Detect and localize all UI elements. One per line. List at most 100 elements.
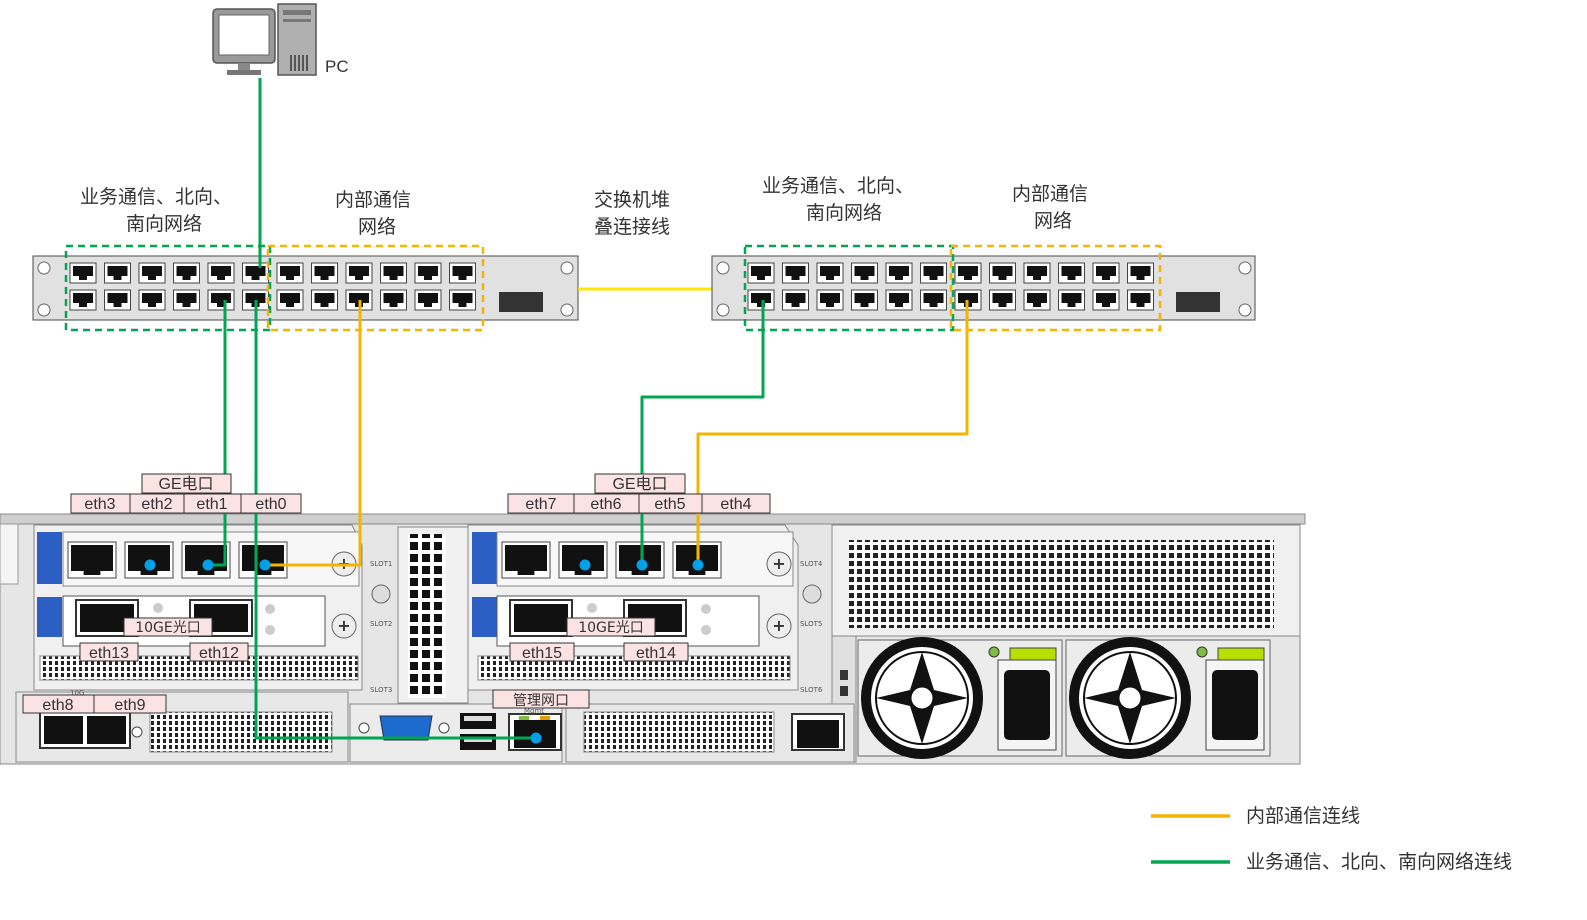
left-internal-label-2: 网络 — [358, 216, 396, 238]
rj45-port-socket — [854, 293, 875, 307]
switch-right-ports — [747, 262, 1154, 311]
left-service-label-2: 南向网络 — [126, 213, 202, 235]
left-service-zone — [64, 244, 272, 332]
server-chassis: + + SLOT1 SLOT2 SLOT3 + + SLOT4 SLO — [0, 513, 1306, 765]
rj45-port-socket — [1027, 266, 1047, 280]
mgmt-title: 管理网口 — [513, 693, 569, 709]
port-label-eth4: eth4 — [720, 496, 751, 513]
port-label-eth5: eth5 — [654, 496, 685, 513]
thumbscrew-icon[interactable]: + — [337, 616, 350, 635]
rj45-port-socket — [1096, 266, 1116, 280]
stack-label-1: 交换机堆 — [594, 189, 670, 211]
right-card-tab-bottom — [472, 597, 497, 637]
left-card-tab-bottom — [37, 597, 62, 637]
slot-label: SLOT6 — [800, 686, 823, 694]
left-ge-ports — [67, 541, 288, 579]
left-ge-labels: eth3 eth2 eth1 eth0 — [70, 493, 302, 514]
psu-2 — [1065, 637, 1271, 759]
rj45-port-socket — [349, 266, 369, 280]
right-ge-labels: eth7 eth6 eth5 eth4 — [507, 493, 771, 514]
left-service-label-1: 业务通信、北向、 — [80, 186, 232, 208]
rj45-port-socket — [107, 266, 128, 280]
left-internal-label-1: 内部通信 — [335, 189, 411, 211]
right-optical-title: 10GE光口 — [578, 620, 644, 636]
rj45-port-socket — [142, 266, 162, 280]
port-label-eth3: eth3 — [84, 496, 115, 513]
rj45-port-socket — [383, 293, 404, 307]
left-internal-zone — [266, 244, 485, 332]
rj45-port-socket — [211, 293, 231, 307]
rj45-port-socket — [1130, 293, 1151, 307]
right-internal-label-2: 网络 — [1034, 210, 1072, 232]
port-label-eth12: eth12 — [199, 645, 239, 662]
stack-label-2: 叠连接线 — [594, 216, 670, 238]
thumbscrew-icon[interactable]: + — [772, 616, 785, 635]
rj45-port-socket — [958, 266, 978, 280]
rj45-port-socket — [211, 266, 231, 280]
slot-label: SLOT2 — [370, 620, 392, 628]
left-optical-labels: 10GE光口 eth13 eth12 — [79, 617, 249, 662]
left-ge-title-box: GE电口 — [141, 473, 232, 494]
right-optical-labels: 10GE光口 eth15 eth14 — [509, 617, 689, 662]
rj45-port-socket — [73, 293, 93, 307]
mgmt-port[interactable] — [508, 713, 562, 751]
left-optical-title: 10GE光口 — [135, 620, 201, 636]
left-ge-title: GE电口 — [158, 475, 213, 493]
rj45-port-socket — [785, 293, 806, 307]
port-label-eth14: eth14 — [636, 645, 676, 662]
switch-left — [32, 244, 579, 332]
mgmt-label: 管理网口 — [492, 689, 590, 709]
rj45-port-socket — [280, 266, 300, 280]
rj45-port-socket — [785, 266, 806, 280]
port-label-eth6: eth6 — [590, 496, 621, 513]
rj45-port-socket — [107, 293, 128, 307]
switch-left-ports — [69, 262, 476, 311]
onboard-labels: eth8 eth9 — [22, 694, 167, 714]
slot-label: SLOT3 — [370, 686, 392, 694]
rj45-port-socket — [889, 266, 909, 280]
rj45-port-socket — [1061, 293, 1082, 307]
rj45-port-socket — [383, 266, 404, 280]
mgmt-sub-label: Mgmt — [524, 707, 544, 715]
port-label-eth13: eth13 — [89, 645, 129, 662]
rj45-port-socket — [1096, 293, 1116, 307]
psu-1 — [857, 637, 1063, 759]
rj45-port-socket — [314, 266, 335, 280]
cable-switch-eth0 — [265, 300, 362, 567]
rj45-port-socket — [889, 293, 909, 307]
cable-switch-eth1 — [208, 300, 227, 567]
port-label-eth7: eth7 — [525, 496, 556, 513]
right-ge-title-box: GE电口 — [594, 473, 686, 494]
slot-label: SLOT4 — [800, 560, 823, 568]
rj45-port-socket — [854, 266, 875, 280]
rj45-port-socket — [245, 266, 266, 280]
right-service-label-1: 业务通信、北向、 — [762, 175, 914, 197]
rj45-port-socket — [1061, 266, 1082, 280]
rj45-port-socket — [142, 293, 162, 307]
rj45-port-socket — [992, 266, 1013, 280]
port-label-eth0: eth0 — [255, 496, 286, 513]
rj45-port-socket — [751, 266, 771, 280]
rj45-port-socket — [505, 545, 547, 575]
rj45-port-socket — [992, 293, 1013, 307]
rj45-port-socket — [176, 266, 197, 280]
rj45-port-socket — [923, 266, 944, 280]
pc-icon — [212, 3, 317, 76]
pc-label: PC — [325, 57, 349, 76]
port-label-eth9: eth9 — [114, 697, 145, 714]
thumbscrew-icon[interactable]: + — [772, 554, 785, 573]
rj45-port-socket — [314, 293, 335, 307]
port-dots — [144, 559, 704, 744]
slot-label: SLOT5 — [800, 620, 822, 628]
rj45-port-socket — [280, 293, 300, 307]
right-ge-title: GE电口 — [612, 475, 667, 493]
rj45-port-socket — [1027, 293, 1047, 307]
rj45-port-socket — [452, 293, 473, 307]
onboard-title: 10G — [70, 689, 84, 697]
rj45-port-socket — [73, 266, 93, 280]
port-label-eth15: eth15 — [522, 645, 562, 662]
slot-label: SLOT1 — [370, 560, 392, 568]
rj45-port-socket — [418, 266, 438, 280]
rj45-port-socket — [71, 545, 113, 575]
